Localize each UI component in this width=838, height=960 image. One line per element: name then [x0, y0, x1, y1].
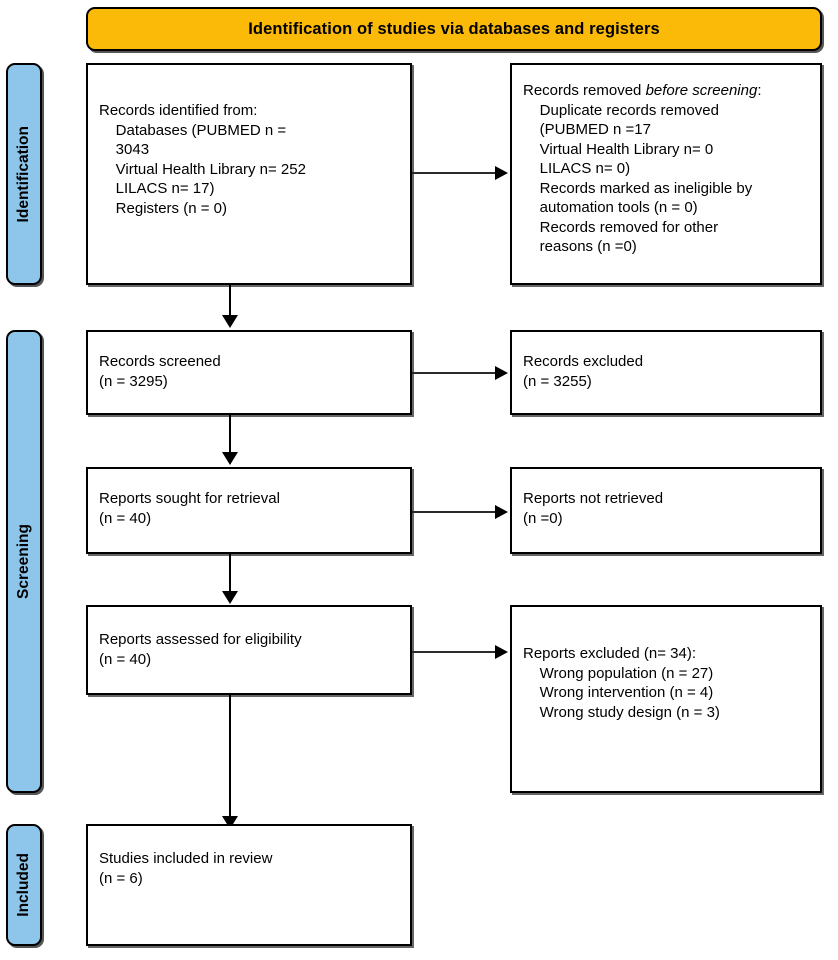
node-records-identified-text: Records identified from: Databases (PUBM…	[99, 102, 306, 217]
node-studies-included-text: Studies included in review (n = 6)	[99, 850, 273, 887]
node-records-removed-text: Records removed before screening: Duplic…	[523, 82, 762, 255]
node-reports-not-retrieved-text: Reports not retrieved (n =0)	[523, 490, 664, 527]
node-records-screened: Records screened (n = 3295)	[86, 330, 412, 415]
node-reports-sought-text: Reports sought for retrieval (n = 40)	[99, 490, 280, 527]
phase-label-identification: Identification	[15, 125, 33, 223]
connector-sought-to-not-retrieved	[412, 511, 496, 513]
node-records-identified: Records identified from: Databases (PUBM…	[86, 63, 412, 285]
connector-assessed-to-excluded	[412, 651, 496, 653]
connector-screened-to-sought	[229, 415, 231, 453]
banner-title: Identification of studies via databases …	[248, 19, 660, 38]
node-reports-sought: Reports sought for retrieval (n = 40)	[86, 467, 412, 554]
arrowhead-screened-to-excluded	[495, 366, 508, 380]
connector-screened-to-excluded	[412, 372, 496, 374]
connector-sought-to-assessed	[229, 554, 231, 594]
node-reports-assessed: Reports assessed for eligibility (n = 40…	[86, 605, 412, 695]
node-studies-included: Studies included in review (n = 6)	[86, 824, 412, 946]
arrowhead-sought-to-not-retrieved	[495, 505, 508, 519]
phase-tab-screening: Screening	[6, 330, 42, 793]
node-records-removed: Records removed before screening: Duplic…	[510, 63, 822, 285]
records-removed-lead: Records removed before screening:	[523, 82, 762, 99]
connector-identified-to-screened	[229, 285, 231, 317]
node-reports-assessed-text: Reports assessed for eligibility (n = 40…	[99, 631, 302, 668]
node-records-excluded-text: Records excluded (n = 3255)	[523, 353, 644, 390]
arrowhead-screened-to-sought	[222, 452, 238, 465]
phase-tab-included: Included	[6, 824, 42, 946]
node-records-screened-text: Records screened (n = 3295)	[99, 353, 221, 390]
node-reports-not-retrieved: Reports not retrieved (n =0)	[510, 467, 822, 554]
arrowhead-identified-to-screened	[222, 315, 238, 328]
arrowhead-sought-to-assessed	[222, 591, 238, 604]
arrowhead-identified-to-removed	[495, 166, 508, 180]
phase-tab-identification: Identification	[6, 63, 42, 285]
connector-identified-to-removed	[412, 172, 496, 174]
connector-assessed-to-included	[229, 695, 231, 819]
node-records-excluded: Records excluded (n = 3255)	[510, 330, 822, 415]
banner-identification-header: Identification of studies via databases …	[86, 7, 822, 51]
node-reports-excluded-text: Reports excluded (n= 34): Wrong populati…	[523, 645, 720, 721]
phase-label-included: Included	[15, 853, 33, 917]
arrowhead-assessed-to-excluded	[495, 645, 508, 659]
phase-label-screening: Screening	[15, 524, 33, 599]
node-reports-excluded: Reports excluded (n= 34): Wrong populati…	[510, 605, 822, 793]
